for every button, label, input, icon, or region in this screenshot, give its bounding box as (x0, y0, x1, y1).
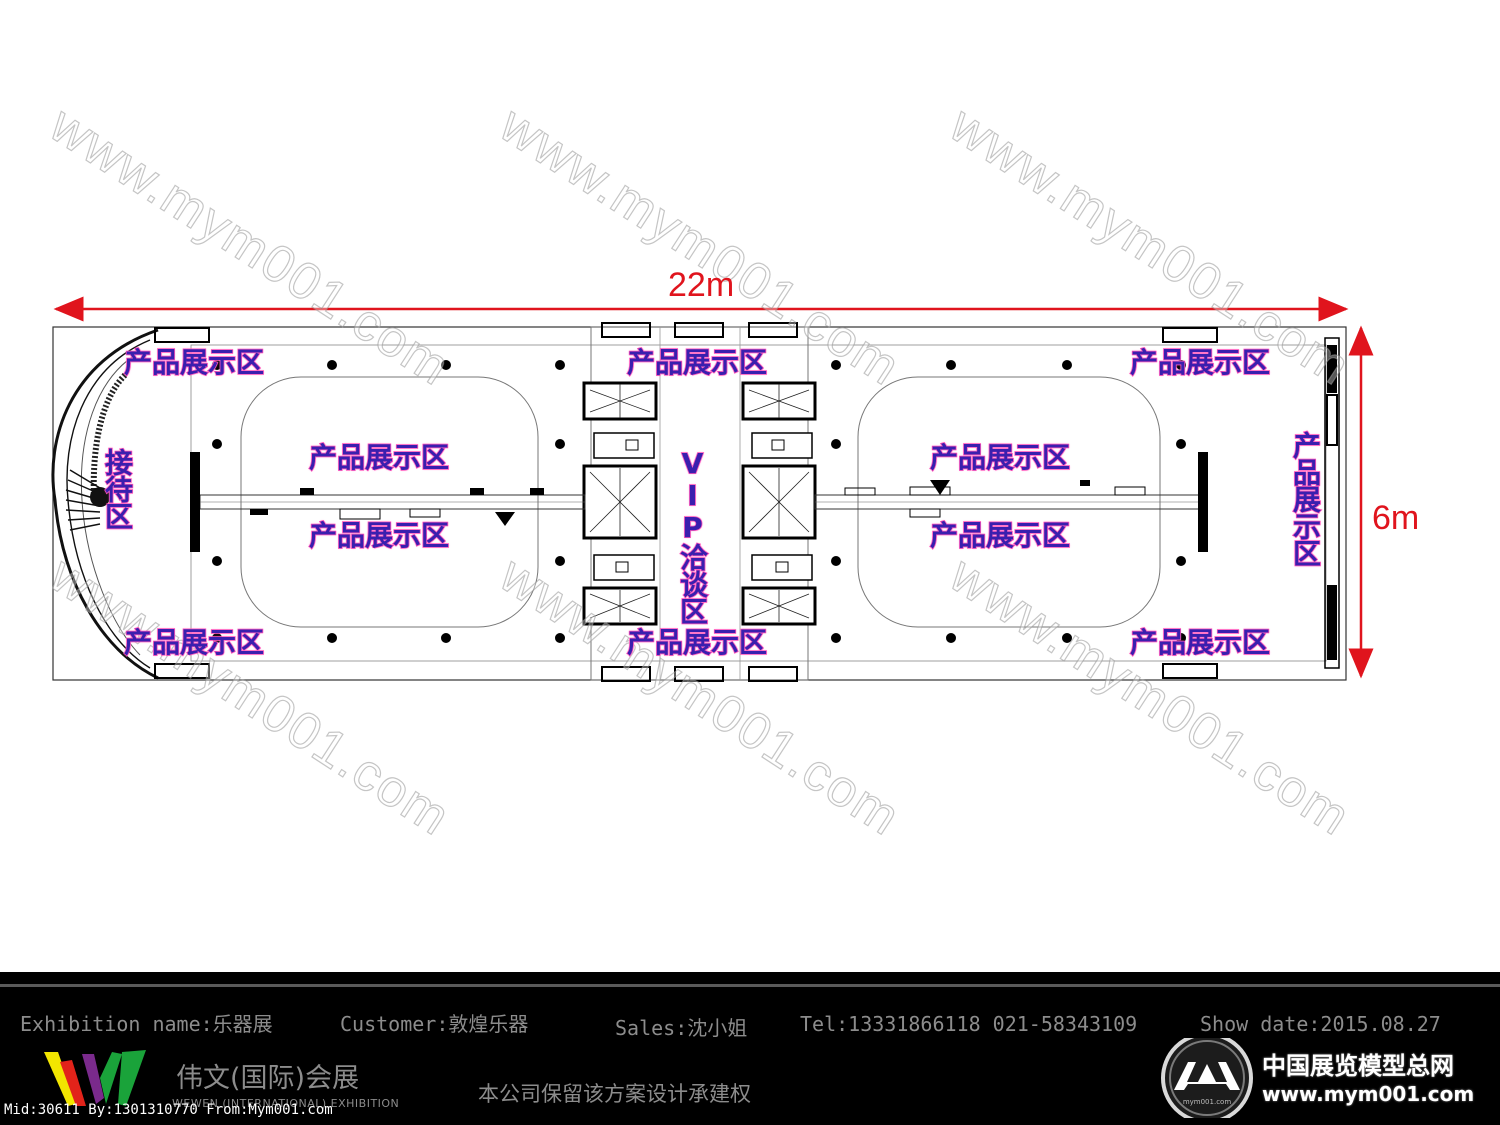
brand-name-cn: 中国展览模型总网 (1262, 1052, 1454, 1080)
zone-label-mid-right-upper: 产品展示区 (929, 441, 1071, 474)
zone-label-reception: 接待区 (100, 447, 135, 530)
reception-curved-wall (51, 328, 159, 680)
zone-label-bottom-right: 产品展示区 (1129, 626, 1271, 659)
zone-label-top-right: 产品展示区 (1129, 346, 1271, 379)
floor-plan-drawing (51, 296, 1374, 682)
sales-contact: Sales:沈小姐 (615, 1016, 748, 1040)
pillar-markers (212, 360, 1186, 643)
depth-dimension-label: 6m (1372, 499, 1420, 537)
show-date: Show date:2015.08.27 (1200, 1012, 1441, 1036)
title-block-footer: Exhibition name:乐器展 Customer:敦煌乐器 Sales:… (0, 972, 1500, 1125)
zone-label-vip: VIP洽谈区 (675, 446, 710, 625)
width-dimension-label: 22m (668, 266, 735, 304)
display-spine-left (190, 452, 586, 552)
vip-area-structure (582, 326, 817, 681)
customer-name: Customer:敦煌乐器 (340, 1012, 529, 1036)
telephone: Tel:13331866118 021-58343109 (800, 1012, 1138, 1036)
floor-plan: www.mym001.com www.mym001.com www.mym001… (39, 95, 1420, 848)
zone-label-bottom-center: 产品展示区 (626, 626, 768, 659)
footer-divider (0, 984, 1500, 987)
weiwen-logo-icon (44, 1050, 146, 1106)
right-end-wall (1324, 337, 1340, 669)
zone-label-mid-right-lower: 产品展示区 (929, 519, 1071, 552)
model-id: Mid:30611 By:1301310770 From:Mym001.com (4, 1102, 333, 1118)
edge-benches (154, 322, 1218, 682)
zone-label-mid-left-upper: 产品展示区 (308, 441, 450, 474)
ava-logo-icon: mym001.com (1161, 1038, 1253, 1118)
ava-logo-caption: mym001.com (1183, 1098, 1231, 1106)
zone-label-right-end: 产品展示区 (1288, 430, 1323, 567)
zone-label-mid-left-lower: 产品展示区 (308, 519, 450, 552)
display-spine-right (814, 452, 1208, 552)
zone-label-top-center: 产品展示区 (626, 346, 768, 379)
zone-label-top-left: 产品展示区 (123, 346, 265, 379)
company-name-cn: 伟文(国际)会展 (176, 1063, 360, 1094)
brand-url: www.mym001.com (1262, 1082, 1475, 1106)
company-name-en: WEWEN (INTERNATIONAL) EXHIBITION (172, 1097, 400, 1110)
rights-statement: 本公司保留该方案设计承建权 (478, 1082, 751, 1106)
exhibition-name: Exhibition name:乐器展 (20, 1012, 273, 1036)
zone-label-bottom-left: 产品展示区 (123, 626, 265, 659)
